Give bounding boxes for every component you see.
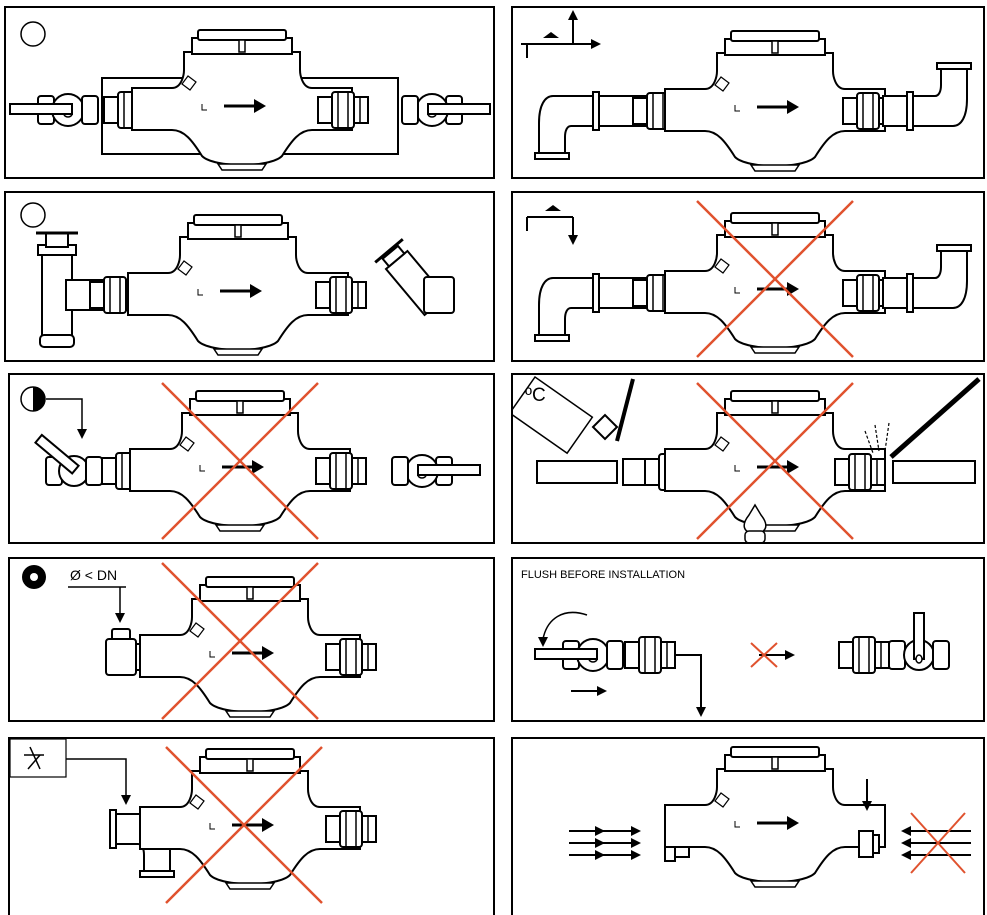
strainer-outlet	[423, 276, 455, 314]
panel-welded-elbow-forbidden	[8, 737, 495, 915]
panel-heat-forbidden: ºC	[511, 373, 985, 544]
welding-rod	[889, 377, 981, 459]
panel-downward-flow-forbidden	[511, 191, 985, 362]
water-meter	[663, 745, 887, 889]
gate-valve	[36, 231, 78, 348]
ball-valve-right	[391, 454, 481, 488]
panel-upward-flow	[511, 6, 985, 179]
flush-outlet-line	[675, 654, 702, 709]
diagram-heat-near-meter	[513, 375, 981, 542]
union-right	[315, 276, 367, 314]
union-right	[317, 91, 369, 129]
elbow-left	[534, 273, 600, 342]
panel-flush-before-installation: FLUSH BEFORE INSTALLATION	[511, 557, 985, 722]
diagram-flush	[534, 611, 950, 717]
pipe-right	[892, 460, 976, 484]
check-valve-cap	[858, 830, 874, 858]
union-right	[325, 810, 377, 848]
panel-gate-and-strainer	[4, 191, 495, 362]
panel-reduced-diameter-forbidden: Ø < DN	[8, 557, 495, 722]
union	[838, 636, 890, 674]
union	[624, 636, 676, 674]
union-right	[834, 453, 886, 491]
panel-isolation-valves	[4, 6, 495, 179]
flame-icon	[743, 503, 767, 542]
weld-symbol-icon	[10, 739, 67, 778]
flush-caption: FLUSH BEFORE INSTALLATION	[521, 569, 686, 581]
union-right	[325, 638, 377, 676]
tap-down-icon	[526, 205, 578, 245]
empty-circle-icon	[20, 21, 46, 47]
diagram-reduced-diameter	[22, 561, 377, 720]
elbow-right	[906, 62, 972, 131]
panel-flow-direction	[511, 737, 985, 915]
panel-half-open-valve-forbidden	[8, 373, 495, 544]
ball-valve-left	[9, 93, 99, 127]
reducer-fitting	[105, 628, 137, 676]
empty-circle-icon	[20, 202, 46, 228]
diagram-flow-direction	[568, 745, 971, 889]
elbow-right	[906, 244, 972, 313]
soldering-iron-icon	[513, 375, 635, 455]
ball-valve-right	[401, 93, 491, 127]
diagram-half-open-valve	[20, 381, 481, 541]
diameter-label: Ø < DN	[70, 567, 118, 583]
diagram-isolation-valves	[9, 21, 491, 172]
diagram-downward-flow	[526, 199, 972, 359]
diagram-welded-elbow	[10, 739, 377, 905]
spark-icon	[864, 422, 890, 454]
diagram-upward-flow	[521, 10, 972, 173]
reverse-flow-forbidden-icon	[901, 812, 971, 874]
ball-valve-tilted	[34, 433, 103, 487]
pipe-left	[536, 460, 618, 484]
valve-closed	[888, 612, 950, 671]
elbow-left	[534, 91, 600, 160]
flow-arrow-icon	[570, 685, 608, 697]
tap-up-icon	[521, 10, 601, 58]
flow-arrow-icon	[568, 825, 641, 861]
diagram-gate-strainer	[20, 202, 455, 357]
union-right	[315, 452, 367, 490]
ring-circle-icon	[22, 565, 46, 589]
forbidden-flow-icon	[750, 642, 796, 668]
half-filled-circle-icon	[20, 386, 46, 412]
temperature-label: ºC	[525, 385, 546, 406]
ball-valve	[534, 638, 624, 672]
